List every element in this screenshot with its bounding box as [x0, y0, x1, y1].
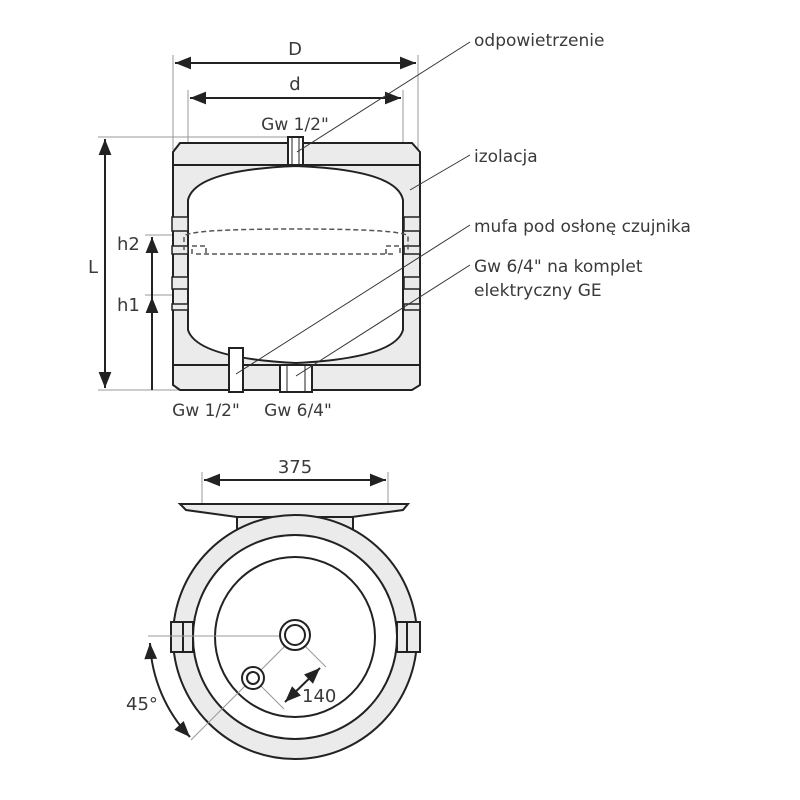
dim-width-label: 375	[278, 457, 312, 478]
side-sockets	[171, 216, 421, 311]
top-pipe	[287, 136, 304, 166]
bottom-left-pipe	[228, 347, 244, 393]
side-view: D d L h2 h1 Gw 1/2" Gw 1/2" Gw 6/4" odpo…	[88, 31, 691, 421]
right-socket	[396, 621, 421, 653]
dim-L-label: L	[88, 257, 98, 278]
callout-heater-connection: Gw 6/4" na komplet	[474, 257, 643, 277]
top-connection-label: Gw 1/2"	[261, 115, 329, 135]
bottom-left-connection-label: Gw 1/2"	[172, 401, 240, 421]
dim-spacing-label: 140	[302, 686, 336, 707]
callout-sensor-socket: mufa pod osłonę czujnika	[474, 217, 691, 237]
dim-angle-label: 45°	[126, 694, 158, 715]
bottom-right-connection-label: Gw 6/4"	[264, 401, 332, 421]
dim-h1-label: h1	[117, 295, 140, 316]
callout-insulation: izolacja	[474, 147, 538, 167]
dim-D-label: D	[288, 39, 302, 60]
dim-h2-label: h2	[117, 234, 140, 255]
callout-vent: odpowietrzenie	[474, 31, 604, 51]
callout-heater-connection-2: elektryczny GE	[474, 281, 602, 301]
bottom-view: 375 140 45°	[126, 457, 421, 760]
tank	[187, 164, 404, 365]
dim-d-label: d	[289, 74, 300, 95]
